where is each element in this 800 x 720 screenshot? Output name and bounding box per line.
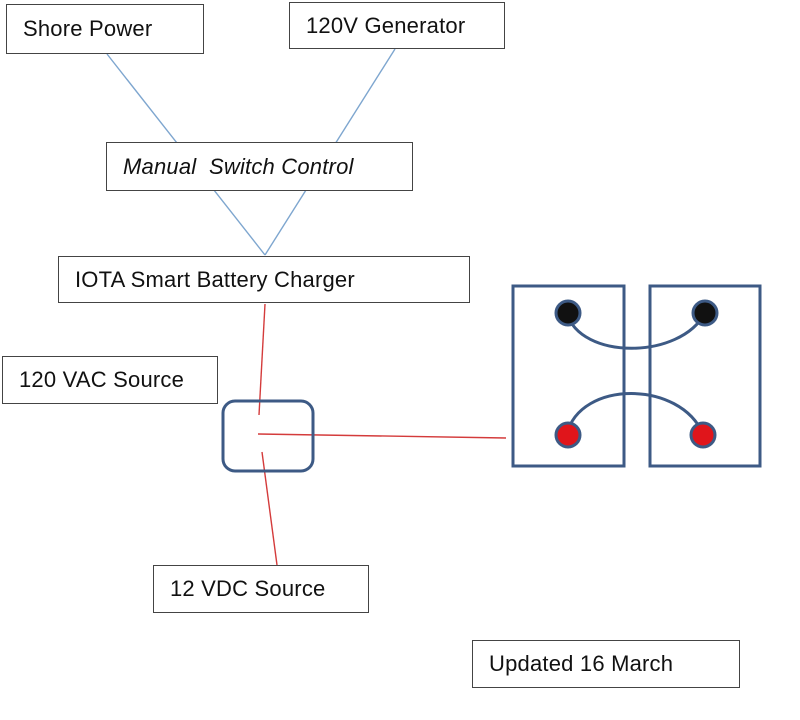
generator-text: 120V Generator bbox=[306, 12, 466, 38]
manual-switch-text: Manual Switch Control bbox=[123, 153, 354, 179]
manual-switch-label: Manual Switch Control bbox=[106, 142, 413, 191]
generator-label: 120V Generator bbox=[289, 2, 505, 49]
junction-to-dc-source-line bbox=[261, 451, 278, 566]
updated-note: Updated 16 March bbox=[472, 640, 740, 688]
shore-power-text: Shore Power bbox=[23, 16, 153, 41]
shore-power-label: Shore Power bbox=[6, 4, 204, 54]
vac-source-label: 120 VAC Source bbox=[2, 356, 218, 404]
right-positive-terminal-icon bbox=[689, 421, 717, 449]
vdc-source-label: 12 VDC Source bbox=[153, 565, 369, 613]
vac-source-text: 120 VAC Source bbox=[19, 367, 185, 392]
charger-text: IOTA Smart Battery Charger bbox=[75, 266, 355, 292]
positive-crossover-cable bbox=[565, 392, 705, 435]
vdc-source-text: 12 VDC Source bbox=[170, 576, 326, 601]
negative-crossover-cable bbox=[565, 312, 707, 350]
junction-to-battery-line bbox=[257, 433, 507, 439]
junction-box bbox=[221, 399, 315, 473]
right-negative-terminal-icon bbox=[691, 299, 719, 327]
charger-label: IOTA Smart Battery Charger bbox=[58, 256, 470, 303]
left-positive-terminal-icon bbox=[554, 421, 582, 449]
left-negative-terminal-icon bbox=[554, 299, 582, 327]
updated-text: Updated 16 March bbox=[489, 651, 674, 676]
charger-to-junction-line bbox=[258, 303, 266, 416]
